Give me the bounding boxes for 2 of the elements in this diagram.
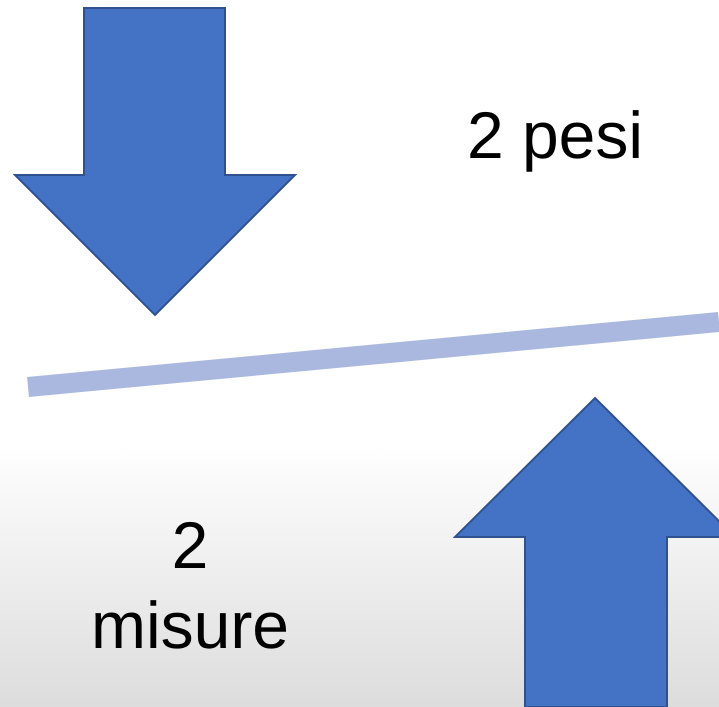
weights-text: 2 pesi: [466, 97, 644, 174]
measures-text: 2 misure: [90, 507, 290, 664]
